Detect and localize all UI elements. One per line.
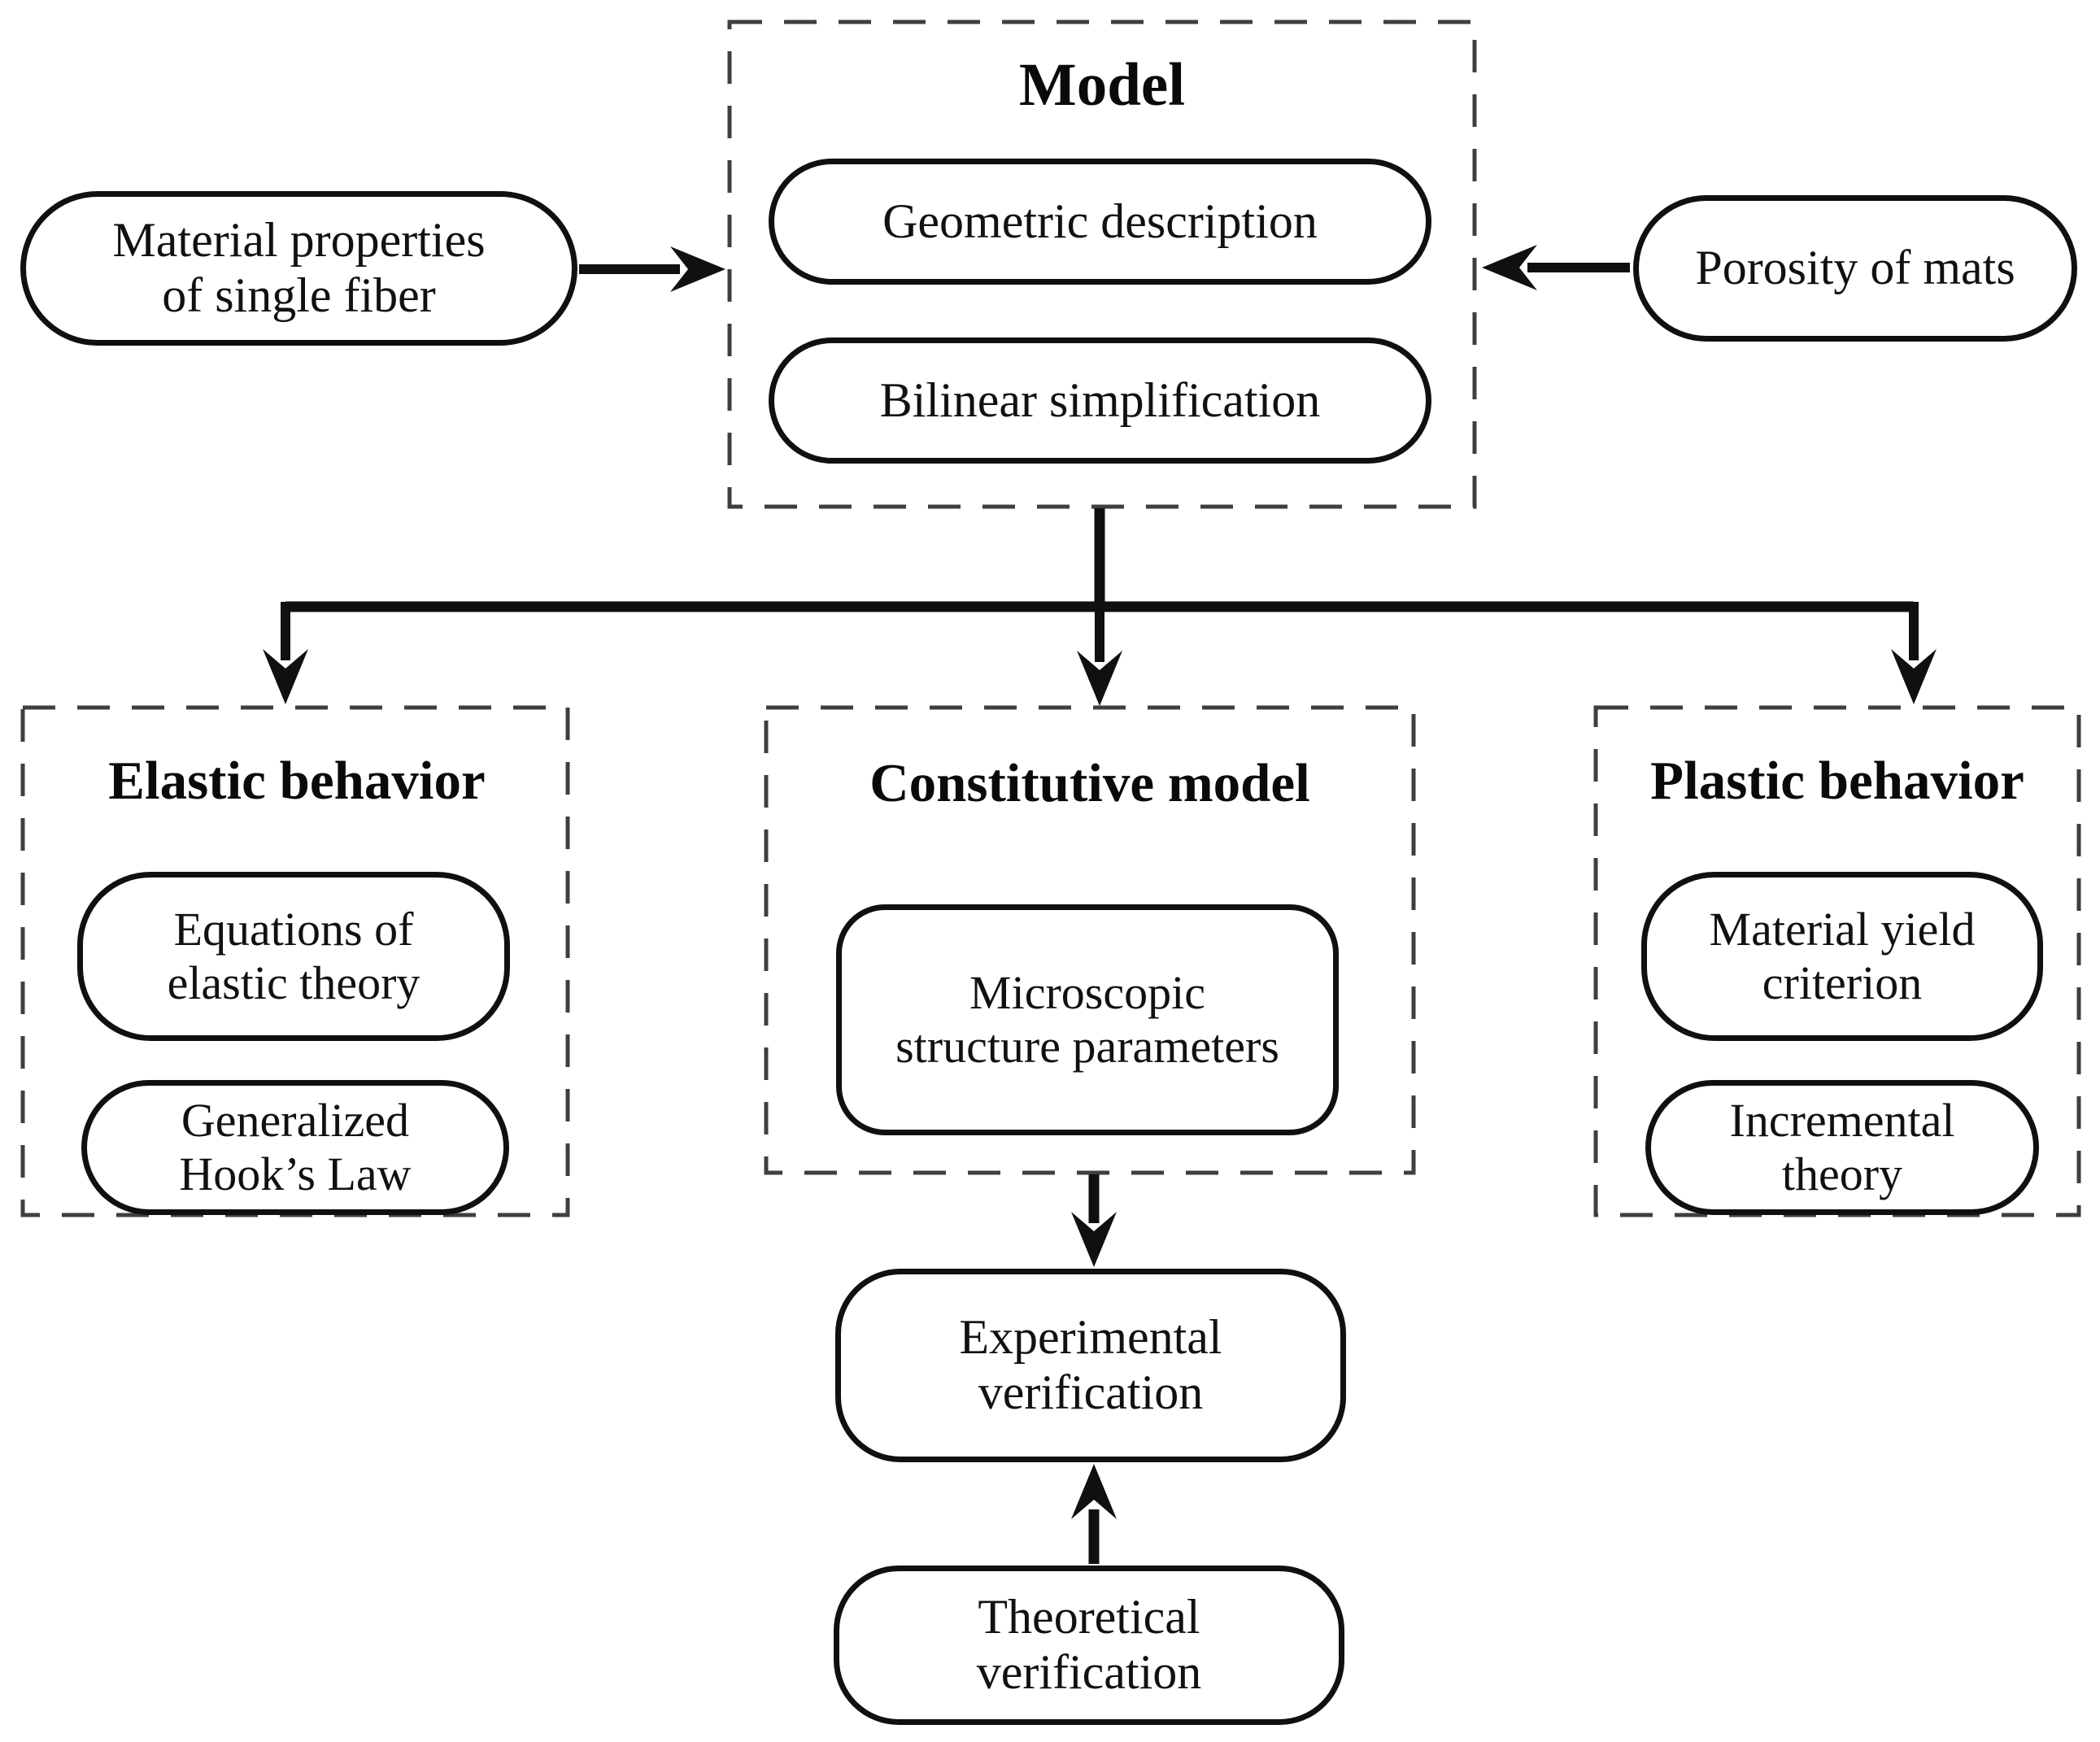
arrowhead-material-to-model	[670, 246, 725, 292]
node-material-yield-criterion: Material yield criterion	[1641, 872, 2043, 1041]
node-geometric-description: Geometric description	[769, 159, 1431, 285]
elastic-group-frame	[20, 705, 570, 1217]
node-theoretical-verification: Theoretical verification	[834, 1566, 1344, 1725]
plastic-group-frame	[1593, 705, 2081, 1217]
node-equations-elastic-theory: Equations of elastic theory	[77, 872, 510, 1041]
node-microscopic-structure-parameters: Microscopic structure parameters	[836, 904, 1339, 1135]
arrowhead-theoretical-to-experimental	[1071, 1464, 1117, 1519]
node-porosity-of-mats: Porosity of mats	[1633, 195, 2077, 342]
arrowhead-drop-constitutive	[1077, 651, 1122, 706]
elastic-group-title: Elastic behavior	[108, 751, 486, 811]
node-generalized-hooks-law: Generalized Hook’s Law	[81, 1080, 509, 1215]
model-group-title: Model	[1018, 51, 1186, 119]
arrowhead-constitutive-to-experimental	[1071, 1212, 1117, 1267]
arrowhead-porosity-to-model	[1482, 245, 1537, 290]
arrowhead-drop-plastic	[1891, 649, 1937, 704]
node-incremental-theory: Incremental theory	[1645, 1080, 2039, 1215]
node-experimental-verification: Experimental verification	[835, 1269, 1346, 1462]
model-group-frame	[727, 20, 1477, 509]
node-bilinear-simplification: Bilinear simplification	[769, 338, 1431, 464]
node-material-properties: Material properties of single fiber	[20, 191, 577, 346]
arrowhead-drop-elastic	[263, 649, 308, 704]
constitutive-group-frame	[764, 705, 1416, 1175]
constitutive-group-title: Constitutive model	[869, 753, 1310, 813]
plastic-group-title: Plastic behavior	[1650, 751, 2024, 811]
